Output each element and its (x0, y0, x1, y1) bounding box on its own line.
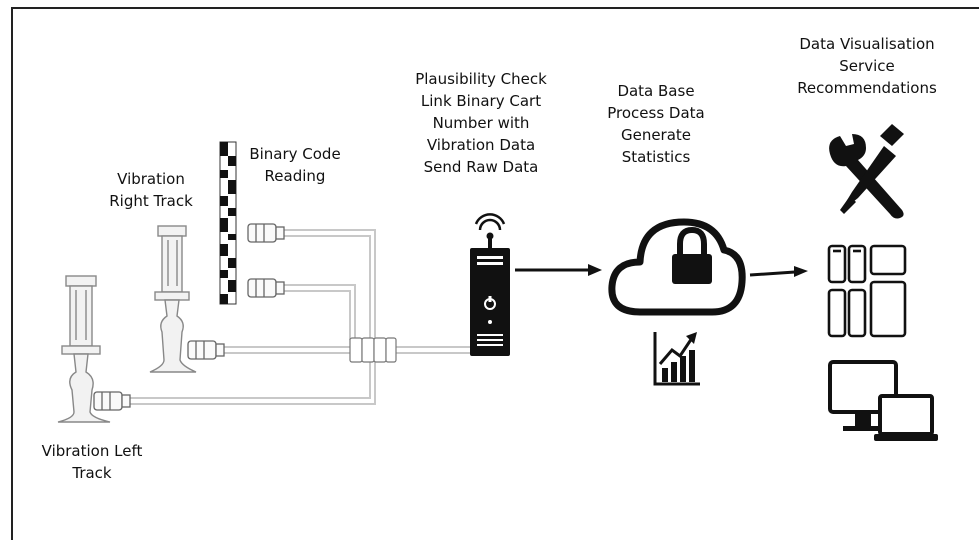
label-line: Right Track (109, 192, 193, 210)
label-line: Vibration Data (426, 136, 536, 154)
desktop-laptop-icon (828, 360, 938, 441)
label-line: Vibration Left (41, 442, 143, 460)
label-data-visualisation: Data Visualisation Service Recommendatio… (786, 33, 948, 99)
label-line: Link Binary Cart (420, 92, 542, 110)
label-line: Service (839, 57, 895, 75)
cable-connector (349, 337, 397, 363)
diagram-border (11, 7, 979, 540)
growth-chart-icon (653, 332, 700, 386)
binary-code-strip (219, 141, 237, 305)
mobile-devices-icon (827, 244, 907, 338)
label-line: Track (72, 464, 112, 482)
sensor-cabling (128, 229, 470, 405)
label-data-base: Data Base Process Data Generate Statisti… (596, 80, 716, 168)
sensor-middle (247, 278, 285, 298)
rail-right (149, 225, 197, 373)
label-line: Statistics (621, 148, 691, 166)
wrench-screwdriver-icon (829, 124, 904, 219)
label-line: Send Raw Data (423, 158, 539, 176)
label-line: Vibration (117, 170, 185, 188)
sensor-top (247, 223, 285, 243)
cloud-lock-icon (608, 218, 746, 316)
label-vibration-right-track: Vibration Right Track (96, 168, 206, 212)
label-line: Number with (432, 114, 530, 132)
label-line: Reading (264, 167, 326, 185)
label-line: Data Base (617, 82, 695, 100)
label-plausibility-check: Plausibility Check Link Binary Cart Numb… (406, 68, 556, 178)
sensor-left-track (93, 391, 131, 411)
label-line: Plausibility Check (415, 70, 547, 88)
label-vibration-left-track: Vibration Left Track (36, 440, 148, 484)
arrow-to-visualisation (749, 266, 808, 277)
label-line: Binary Code (249, 145, 341, 163)
label-line: Process Data (607, 104, 705, 122)
label-line: Data Visualisation (799, 35, 935, 53)
arrow-to-cloud (515, 264, 602, 276)
server-antenna-icon (470, 213, 510, 356)
label-line: Recommendations (797, 79, 937, 97)
label-line: Generate (620, 126, 692, 144)
rail-left (57, 275, 111, 423)
sensor-right-track (187, 340, 225, 360)
label-binary-code-reading: Binary Code Reading (240, 143, 350, 187)
